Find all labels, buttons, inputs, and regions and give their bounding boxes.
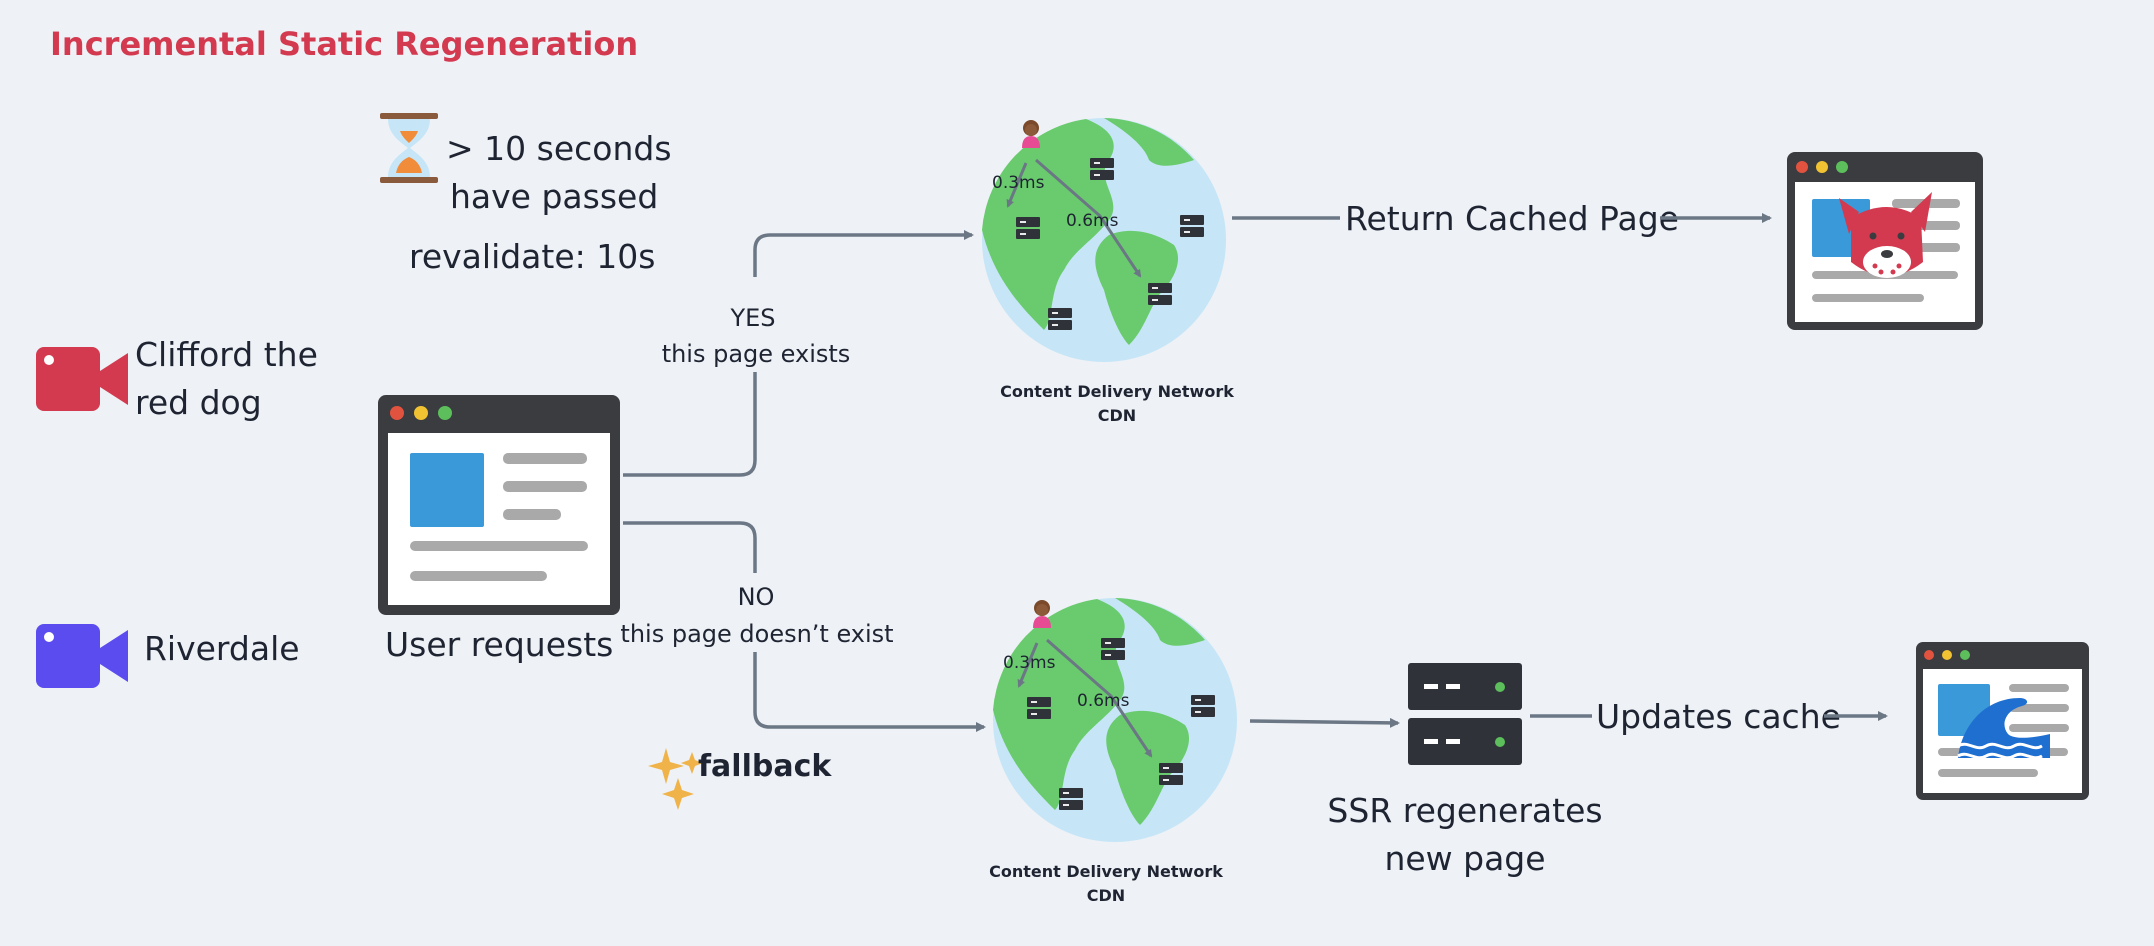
wave-icon: [1957, 698, 2050, 760]
video-title-clifford-line1: Clifford the: [135, 335, 318, 374]
ssr-server-icon: [1408, 663, 1522, 765]
video-camera-icon-clifford: [36, 347, 128, 411]
video-camera-icon-riverdale: [36, 624, 128, 688]
fallback-label: fallback: [698, 749, 832, 784]
latency-long-bottom: 0.6ms: [1077, 691, 1130, 711]
revalidate-label: revalidate: 10s: [409, 237, 655, 276]
user-requests-label: User requests: [385, 625, 613, 664]
no-answer-label: NO: [738, 583, 775, 611]
video-title-riverdale: Riverdale: [144, 629, 300, 668]
no-detail-label: this page doesn’t exist: [620, 620, 893, 648]
diagram-title: Incremental Static Regeneration: [50, 25, 638, 63]
no-branch-arrow: [623, 521, 984, 727]
cdn-label-bottom-line2: CDN: [1087, 886, 1125, 905]
cdn-label-top-line1: Content Delivery Network: [1000, 382, 1234, 401]
timer-line1: > 10 seconds: [446, 129, 672, 168]
cdn-label-bottom-line1: Content Delivery Network: [989, 862, 1223, 881]
yes-answer-label: YES: [729, 304, 775, 332]
user-person-icon: [1022, 120, 1040, 148]
hourglass-icon: [380, 113, 438, 183]
cached-page-browser: [1787, 152, 1983, 330]
updates-cache-label: Updates cache: [1596, 697, 1841, 736]
ssr-label-line1: SSR regenerates: [1327, 791, 1602, 830]
cdn-globe-bottom: [993, 598, 1237, 842]
yes-detail-label: this page exists: [662, 340, 851, 368]
sparkles-icon: [648, 748, 703, 810]
latency-short-bottom: 0.3ms: [1003, 653, 1056, 673]
latency-short-top: 0.3ms: [992, 173, 1045, 193]
video-title-clifford-line2: red dog: [135, 383, 262, 422]
cdn-label-top-line2: CDN: [1098, 406, 1136, 425]
latency-long-top: 0.6ms: [1066, 211, 1119, 231]
return-cached-label: Return Cached Page: [1345, 199, 1679, 238]
timer-line2: have passed: [450, 177, 658, 216]
cdn-to-ssr-arrow: [1249, 717, 1400, 728]
clifford-dog-icon: [1839, 192, 1932, 278]
user-browser-window: [378, 395, 620, 615]
user-person-icon: [1033, 600, 1051, 628]
cdn-globe-top: [982, 118, 1226, 362]
ssr-label-line2: new page: [1384, 839, 1545, 878]
yes-branch-arrow: [623, 235, 972, 477]
updated-page-browser: [1916, 642, 2089, 800]
